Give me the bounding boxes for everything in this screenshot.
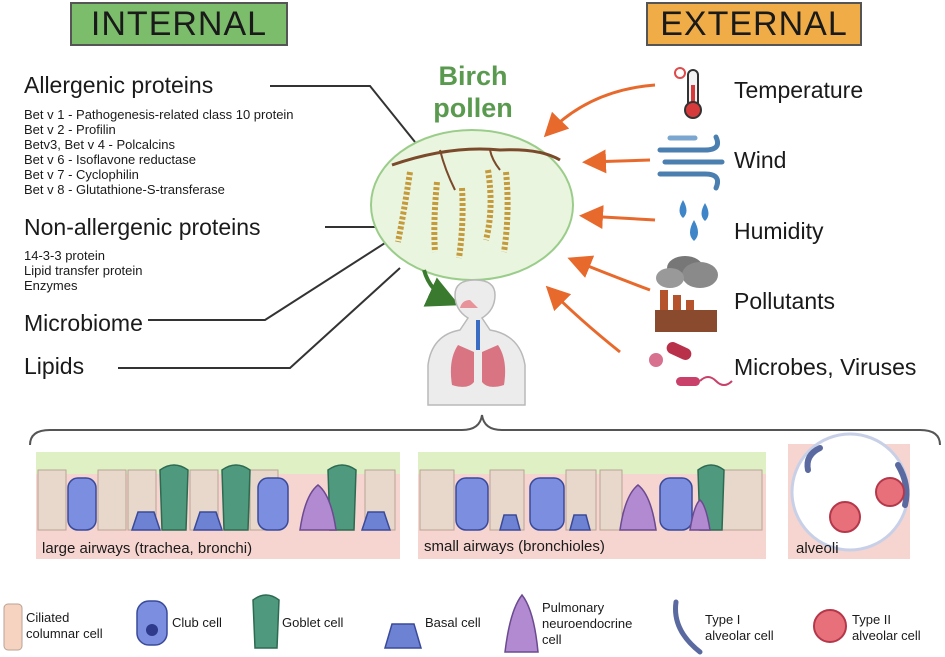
allergen-item: Bet v 8 - Glutathione-S-transferase: [24, 182, 225, 197]
allergen-item: Betv3, Bet v 4 - Polcalcins: [24, 137, 176, 152]
inhalation-arrow: [422, 269, 460, 307]
legend-type1-label: Type I alveolar cell: [705, 612, 774, 644]
internal-header: INTERNAL: [70, 2, 288, 46]
pollutants-label: Pollutants: [734, 288, 836, 314]
large-airways-label: large airways (trachea, bronchi): [42, 540, 253, 557]
non-allergen-item: 14-3-3 protein: [24, 248, 105, 263]
allergenic-proteins-title: Allergenic proteins: [24, 72, 214, 98]
external-header: EXTERNAL: [646, 2, 862, 46]
microbiome-label: Microbiome: [24, 310, 143, 336]
legend-basal-icon: [384, 623, 422, 649]
allergenic-proteins-list: Bet v 1 - Pathogenesis-related class 10 …: [24, 107, 294, 197]
legend-ciliated-label: Ciliated columnar cell: [26, 610, 103, 642]
water-drops-icon: [679, 200, 709, 241]
small-airways-panel: [418, 452, 766, 559]
allergen-item: Bet v 7 - Cyclophilin: [24, 167, 139, 182]
wind-icon: [657, 134, 725, 191]
legend-goblet-icon: [252, 594, 280, 649]
legend-pnec-icon: [504, 593, 539, 653]
legend-line: alveolar cell: [852, 628, 921, 643]
large-airways-panel: [36, 452, 400, 559]
external-arrows: [543, 83, 656, 354]
legend-type2-label: Type II alveolar cell: [852, 612, 921, 644]
allergen-item: Bet v 2 - Profilin: [24, 122, 116, 137]
lipids-label: Lipids: [24, 353, 85, 379]
legend-type2-icon: [813, 609, 847, 643]
factory-icon: [655, 256, 718, 332]
bracket: [29, 414, 941, 446]
legend-line: Pulmonary: [542, 600, 605, 615]
non-allergenic-proteins-list: 14-3-3 protein Lipid transfer protein En…: [24, 248, 143, 293]
thermometer-icon: [674, 67, 702, 119]
microbe-icon: [649, 342, 733, 386]
microbes-viruses-label: Microbes, Viruses: [734, 354, 917, 380]
legend-line: Ciliated: [26, 610, 70, 625]
legend-line: Type I: [705, 612, 741, 627]
legend-line: Type II: [852, 612, 892, 627]
legend-club-icon: [136, 600, 168, 646]
legend-line: neuroendocrine: [542, 616, 633, 631]
allergen-item: Bet v 1 - Pathogenesis-related class 10 …: [24, 107, 294, 122]
temperature-label: Temperature: [734, 77, 864, 103]
wind-label: Wind: [734, 147, 787, 173]
birch-line: Birch: [438, 61, 508, 91]
legend-basal-label: Basal cell: [425, 615, 481, 630]
legend-type1-icon: [673, 599, 703, 655]
legend-goblet-label: Goblet cell: [282, 615, 344, 630]
alveoli-panel: [788, 432, 910, 559]
human-lungs-illustration: [427, 279, 526, 406]
non-allergen-item: Lipid transfer protein: [24, 263, 143, 278]
humidity-label: Humidity: [734, 218, 824, 244]
alveoli-label: alveoli: [796, 540, 839, 557]
legend-ciliated-icon: [3, 603, 23, 651]
non-allergen-item: Enzymes: [24, 278, 78, 293]
legend-line: cell: [542, 632, 562, 647]
allergen-item: Bet v 6 - Isoflavone reductase: [24, 152, 196, 167]
legend-line: alveolar cell: [705, 628, 774, 643]
non-allergenic-proteins-title: Non-allergenic proteins: [24, 214, 261, 240]
small-airways-label: small airways (bronchioles): [424, 538, 605, 555]
legend-pnec-label: Pulmonary neuroendocrine cell: [542, 600, 632, 648]
birch-pollen-title: Birch pollen: [420, 60, 526, 124]
birch-pollen-illustration: [370, 129, 574, 281]
legend-line: columnar cell: [26, 626, 103, 641]
legend-club-label: Club cell: [172, 615, 222, 630]
pollen-line: pollen: [433, 93, 513, 123]
